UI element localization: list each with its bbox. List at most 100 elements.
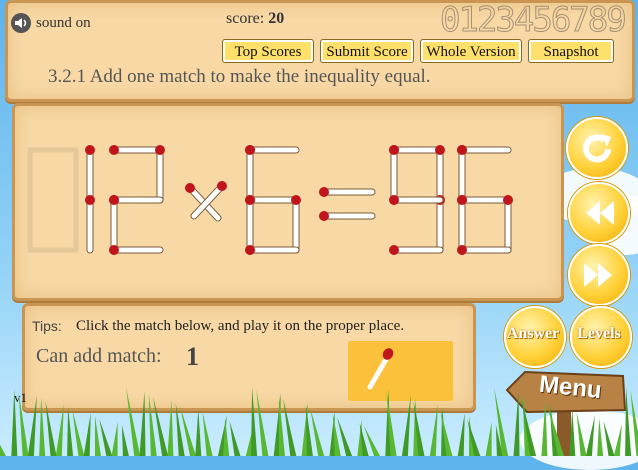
match-head bbox=[217, 181, 227, 191]
grass-blade bbox=[603, 421, 615, 456]
grass-blade bbox=[67, 407, 74, 456]
grass-blade bbox=[195, 409, 202, 456]
match-head bbox=[109, 245, 119, 255]
speaker-icon bbox=[11, 13, 31, 33]
grass-blade bbox=[576, 412, 587, 456]
grass-blade bbox=[541, 400, 548, 456]
match-head bbox=[389, 145, 399, 155]
matchstick[interactable] bbox=[191, 183, 225, 219]
match-head bbox=[389, 245, 399, 255]
match-head bbox=[319, 211, 329, 221]
sound-toggle[interactable]: sound on bbox=[10, 12, 91, 34]
grass-blade bbox=[337, 417, 353, 456]
match-icon[interactable] bbox=[348, 341, 453, 401]
score-value: 20 bbox=[268, 10, 285, 27]
grass-blade bbox=[18, 392, 29, 456]
grass-blade bbox=[279, 396, 285, 456]
grass-blade bbox=[597, 418, 604, 456]
submit-score-button[interactable]: Submit Score bbox=[320, 39, 414, 63]
match-equation[interactable] bbox=[22, 130, 552, 270]
rewind-icon bbox=[586, 201, 614, 225]
grass-blade bbox=[467, 419, 481, 456]
grass-blade bbox=[625, 387, 632, 456]
grass bbox=[0, 387, 638, 456]
match-head bbox=[109, 145, 119, 155]
grass-blade bbox=[11, 389, 18, 456]
grass-blade bbox=[251, 387, 258, 456]
levels-label: Levels bbox=[577, 325, 621, 342]
match-head bbox=[245, 145, 255, 155]
tips-label: Tips: bbox=[32, 318, 62, 334]
grass-blade bbox=[413, 401, 425, 456]
match-head bbox=[245, 195, 255, 205]
match-head bbox=[185, 183, 195, 193]
grass-blade bbox=[39, 398, 46, 456]
grass-blade bbox=[256, 390, 269, 456]
grass-blade bbox=[273, 393, 281, 456]
match-head bbox=[245, 245, 255, 255]
match-head bbox=[319, 187, 329, 197]
match-head bbox=[457, 195, 467, 205]
grass-blade bbox=[630, 390, 638, 456]
grass-blade bbox=[139, 391, 146, 456]
grass-blade bbox=[83, 413, 91, 456]
can-add-count: 1 bbox=[186, 342, 199, 371]
grass-blade bbox=[72, 410, 85, 456]
grass-blade bbox=[55, 404, 64, 456]
match-head bbox=[85, 195, 95, 205]
snapshot-button[interactable]: Snapshot bbox=[528, 39, 614, 63]
match-head bbox=[435, 145, 445, 155]
grass-blade bbox=[95, 416, 101, 456]
grass-blade bbox=[485, 422, 492, 456]
forward-button[interactable] bbox=[568, 244, 630, 306]
sound-label: sound on bbox=[36, 14, 91, 31]
digit-strip: 0123456789 bbox=[440, 0, 628, 41]
grass-blade bbox=[121, 425, 129, 456]
grass-blade bbox=[332, 414, 341, 456]
grass-blade bbox=[495, 425, 503, 456]
grass-blade bbox=[613, 424, 622, 456]
grass-blade bbox=[45, 401, 57, 456]
grass-blade bbox=[457, 413, 465, 456]
ghost-digit bbox=[27, 147, 79, 253]
match-head bbox=[389, 195, 399, 205]
grass-blade bbox=[99, 419, 113, 456]
match-head bbox=[457, 145, 467, 155]
grass-blade bbox=[167, 400, 174, 456]
grass-blade bbox=[202, 412, 213, 456]
grass-blade bbox=[223, 418, 230, 456]
score-label: score: bbox=[226, 10, 265, 27]
grass-blade bbox=[401, 395, 411, 456]
score-display: score: 20 bbox=[226, 10, 284, 28]
puzzle-title: 3.2.1 Add one match to make the inequali… bbox=[48, 66, 431, 87]
grass-blade bbox=[521, 397, 537, 456]
grass-blade bbox=[301, 402, 308, 456]
answer-button[interactable] bbox=[504, 306, 566, 368]
spare-match-tray[interactable] bbox=[348, 341, 453, 401]
tips-text: Click the match below, and play it on th… bbox=[76, 318, 405, 334]
grass-blade bbox=[585, 415, 595, 456]
restart-icon bbox=[583, 134, 611, 163]
grass-blade bbox=[305, 405, 313, 456]
match-head bbox=[85, 145, 95, 155]
whole-version-button[interactable]: Whole Version bbox=[420, 39, 522, 63]
match-head bbox=[109, 195, 119, 205]
grass-blade bbox=[111, 422, 118, 456]
grass-blade bbox=[494, 388, 509, 456]
grass-blade bbox=[153, 397, 169, 456]
top-scores-button[interactable]: Top Scores bbox=[222, 39, 314, 63]
grass-blade bbox=[310, 408, 325, 456]
grass-blade bbox=[27, 395, 37, 456]
match-head bbox=[503, 195, 513, 205]
grass-blade bbox=[440, 410, 453, 456]
grass-blade bbox=[229, 421, 241, 456]
restart-button[interactable] bbox=[566, 117, 628, 179]
match-head bbox=[291, 195, 301, 205]
grass-blade bbox=[180, 406, 196, 456]
rewind-button[interactable] bbox=[568, 182, 630, 244]
match-head bbox=[155, 145, 165, 155]
levels-button[interactable] bbox=[570, 306, 632, 368]
grass-blade bbox=[283, 399, 297, 456]
version-label: v1 bbox=[14, 390, 27, 405]
grass-blade bbox=[569, 409, 576, 456]
